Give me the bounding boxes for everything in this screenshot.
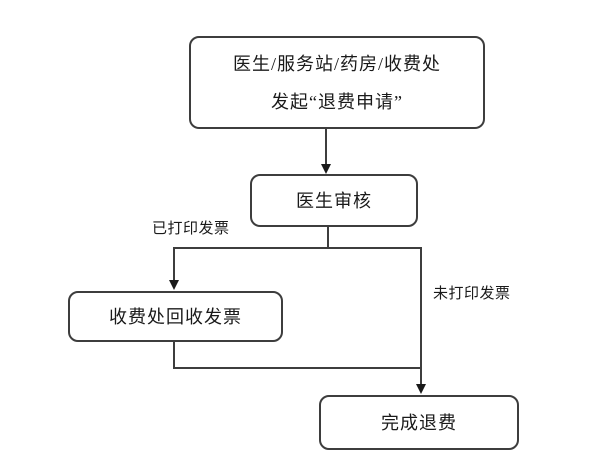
- node-invoice-recovery: 收费处回收发票: [68, 291, 283, 342]
- arrow-down-icon: [169, 280, 179, 290]
- node-refund-complete-label: 完成退费: [381, 412, 457, 433]
- node-refund-complete: 完成退费: [319, 395, 519, 450]
- edge-review-branch-stub: [327, 227, 329, 247]
- node-invoice-recovery-label: 收费处回收发票: [109, 306, 242, 327]
- arrow-down-icon: [321, 164, 331, 174]
- arrow-down-icon: [416, 384, 426, 394]
- node-doctor-review: 医生审核: [250, 174, 418, 227]
- edge-review-recovery-line: [173, 247, 175, 281]
- edge-branch-horizontal-line: [173, 247, 421, 249]
- edge-recovery-join-vline: [173, 342, 175, 367]
- edge-review-complete-line: [420, 247, 422, 385]
- node-refund-request-line2: 发起“退费申请”: [271, 91, 403, 112]
- edge-label-invoice-not-printed: 未打印发票: [433, 286, 511, 302]
- edge-recovery-join-hline: [173, 367, 421, 369]
- node-refund-request: 医生/服务站/药房/收费处 发起“退费申请”: [189, 36, 485, 129]
- node-doctor-review-label: 医生审核: [296, 190, 372, 211]
- edge-label-invoice-printed: 已打印发票: [152, 221, 230, 237]
- edge-request-review-line: [325, 129, 327, 165]
- node-refund-request-line1: 医生/服务站/药房/收费处: [232, 53, 441, 74]
